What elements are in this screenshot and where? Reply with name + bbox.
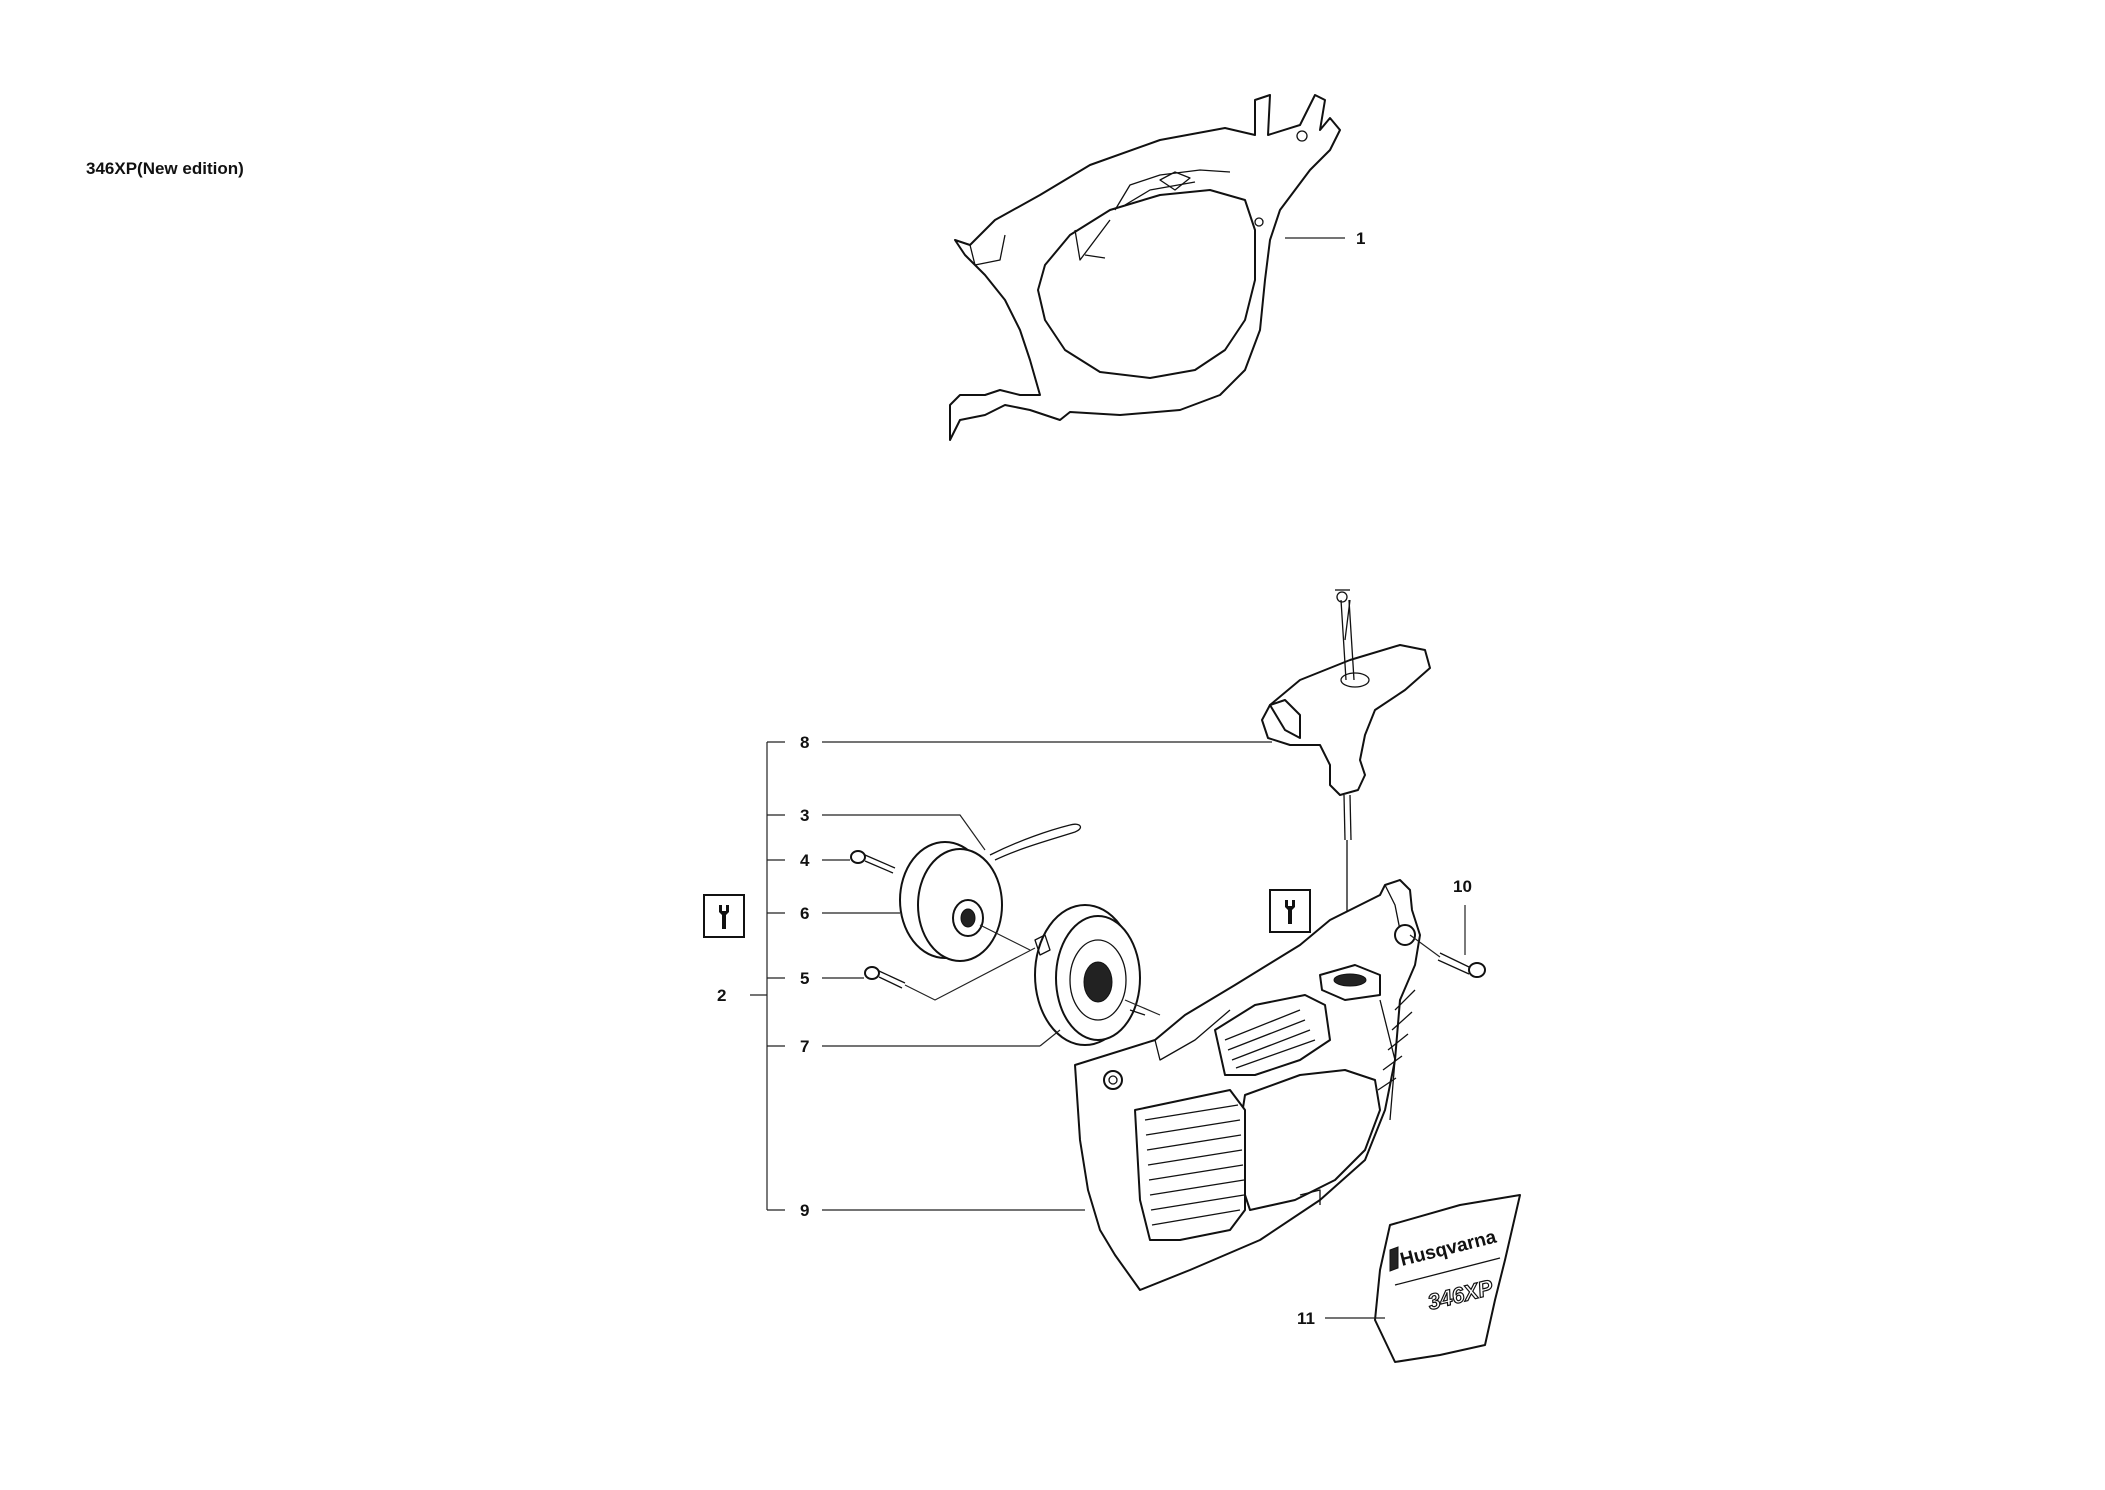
label-2: 2 [717, 986, 726, 1005]
wrench-icon [1269, 889, 1311, 933]
label-4: 4 [800, 851, 810, 870]
part-5-screw [864, 966, 906, 989]
label-7: 7 [800, 1037, 809, 1056]
part-11-decal: Husqvarna 346XP [1374, 1194, 1521, 1363]
label-8: 8 [800, 733, 809, 752]
wrench-icon [703, 894, 745, 938]
part-7-spring-cassette [1034, 904, 1146, 1046]
label-5: 5 [800, 969, 809, 988]
part-9-starter-cover [1074, 879, 1421, 1291]
part-10-screw [1437, 952, 1486, 978]
label-11: 11 [1297, 1309, 1315, 1328]
label-1: 1 [1356, 229, 1365, 248]
label-9: 9 [800, 1201, 809, 1220]
leader-lines [750, 237, 1466, 1319]
part-1-starter-frame [949, 94, 1341, 441]
label-6: 6 [800, 904, 809, 923]
diagram-caption: 346XP(New edition) [86, 159, 244, 178]
label-3: 3 [800, 806, 809, 825]
part-labels: 1 2 3 4 5 6 7 8 9 10 11 [717, 229, 1472, 1328]
label-10: 10 [1453, 877, 1472, 896]
part-4-screw [850, 850, 896, 874]
part-8-starter-handle [1261, 589, 1431, 985]
part-6-pulley [899, 823, 1082, 962]
